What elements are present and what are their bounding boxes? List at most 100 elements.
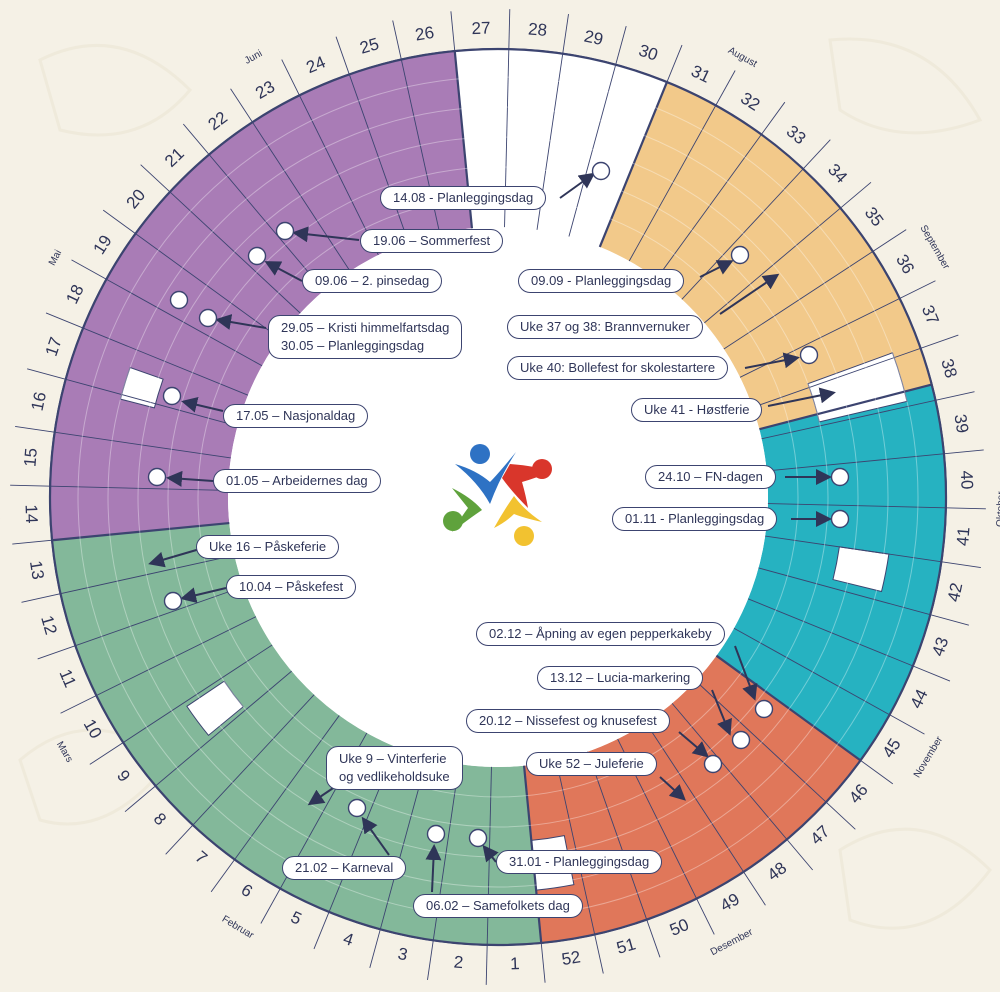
event-arrow	[719, 273, 780, 315]
week-number-39: 39	[950, 413, 972, 435]
week-number-45: 45	[879, 735, 905, 761]
event-dot	[468, 828, 488, 848]
week-number-51: 51	[614, 934, 637, 957]
week-number-4: 4	[341, 929, 356, 950]
week-number-14: 14	[21, 504, 41, 524]
week-number-52: 52	[560, 947, 582, 969]
ring-line	[107, 106, 889, 888]
sector-late-summer	[599, 82, 932, 430]
event-dot	[163, 591, 183, 611]
week-divider	[210, 715, 340, 893]
week-divider	[182, 123, 325, 291]
week-number-3: 3	[396, 944, 409, 965]
sector-spring	[49, 51, 472, 541]
event-planleggingsdag-01-11: 01.11 - Planleggingsdag	[612, 507, 778, 531]
event-dot	[198, 308, 218, 328]
event-vinterferie: Uke 9 – Vinterferie og vedlikeholdsuke	[326, 746, 463, 790]
month-label-august: August	[726, 45, 759, 70]
week-number-35: 35	[861, 203, 888, 230]
week-number-22: 22	[204, 108, 231, 135]
season-sectors	[48, 47, 948, 947]
week-divider	[733, 627, 925, 735]
week-number-48: 48	[764, 858, 791, 885]
event-arbeidernes-dag: 01.05 – Arbeidernes dag	[213, 469, 381, 493]
sector-winter	[52, 523, 542, 945]
week-divider	[165, 694, 315, 855]
week-number-47: 47	[807, 822, 834, 849]
section-divider	[715, 654, 862, 762]
event-arrows	[148, 172, 836, 893]
week-number-21: 21	[161, 144, 188, 171]
month-label-september: September	[918, 223, 952, 272]
event-dot	[147, 467, 167, 487]
week-divider	[427, 764, 460, 980]
holiday-block	[807, 352, 908, 423]
event-hostferie: Uke 41 - Høstferie	[631, 398, 763, 422]
week-number-16: 16	[28, 390, 50, 412]
week-divider	[140, 164, 301, 314]
logo-head-blue	[470, 444, 490, 464]
ring-line	[167, 166, 829, 828]
week-number-24: 24	[303, 52, 328, 77]
week-number-29: 29	[582, 27, 604, 49]
holiday-block	[119, 366, 164, 409]
event-kristi-line-2: 30.05 – Planleggingsdag	[281, 338, 425, 353]
event-arrow	[215, 314, 267, 330]
week-number-38: 38	[937, 357, 960, 380]
week-number-13: 13	[26, 559, 48, 581]
week-divider	[281, 59, 379, 256]
week-divider	[704, 181, 872, 324]
week-number-5: 5	[288, 907, 305, 928]
week-number-43: 43	[928, 635, 952, 659]
event-nissefest: 20.12 – Nissefest og knusefest	[466, 709, 670, 733]
event-arrow	[361, 816, 390, 856]
month-label-juni: Juni	[243, 48, 264, 67]
month-label-november: November	[912, 734, 946, 780]
week-number-2: 2	[453, 952, 464, 972]
event-arrow	[425, 844, 442, 893]
month-label-april: April	[0, 499, 1, 519]
event-dot	[754, 699, 774, 719]
week-divider	[124, 670, 292, 813]
event-dot	[830, 467, 850, 487]
week-divider	[230, 88, 351, 272]
week-number-41: 41	[953, 526, 974, 546]
week-divider	[102, 209, 280, 339]
section-divider	[598, 81, 668, 248]
week-divider	[45, 312, 249, 396]
month-label-mai: Mai	[47, 248, 64, 267]
week-number-27: 27	[471, 18, 491, 38]
event-dot	[830, 509, 850, 529]
event-kristi-line-1: 29.05 – Kristi himmelfartsdag	[281, 320, 450, 335]
week-divider	[10, 484, 229, 491]
week-number-50: 50	[667, 915, 692, 940]
event-arrow	[559, 172, 596, 199]
week-number-36: 36	[892, 251, 918, 277]
event-dot	[247, 246, 267, 266]
event-fn-dagen: 24.10 – FN-dagen	[645, 465, 776, 489]
event-dot	[731, 730, 751, 750]
event-pepperkakeby: 02.12 – Åpning av egen pepperkakeby	[476, 622, 725, 646]
week-number-18: 18	[62, 282, 87, 307]
week-number-28: 28	[527, 19, 547, 40]
event-bollefest: Uke 40: Bollefest for skolestartere	[507, 356, 729, 380]
event-dot	[275, 221, 295, 241]
logo-head-yellow	[514, 526, 534, 546]
week-number-46: 46	[845, 780, 872, 807]
week-divider	[761, 391, 975, 440]
event-paaskefest: 10.04 – Påskefest	[226, 575, 357, 599]
week-number-42: 42	[944, 581, 966, 603]
event-arrow	[482, 844, 499, 863]
event-planleggingsdag-09-09: 09.09 - Planleggingsdag	[518, 269, 685, 293]
event-arrow	[711, 689, 732, 736]
week-number-19: 19	[90, 232, 116, 258]
holiday-markers	[119, 352, 908, 891]
week-divider	[71, 259, 263, 367]
week-divider	[645, 722, 766, 906]
week-number-32: 32	[737, 89, 763, 115]
week-number-7: 7	[192, 847, 211, 868]
event-arrow	[659, 776, 686, 801]
event-kristi-himmelfart: 29.05 – Kristi himmelfartsdag 30.05 – Pl…	[268, 315, 463, 359]
week-divider	[656, 101, 786, 279]
event-dot	[591, 161, 611, 181]
